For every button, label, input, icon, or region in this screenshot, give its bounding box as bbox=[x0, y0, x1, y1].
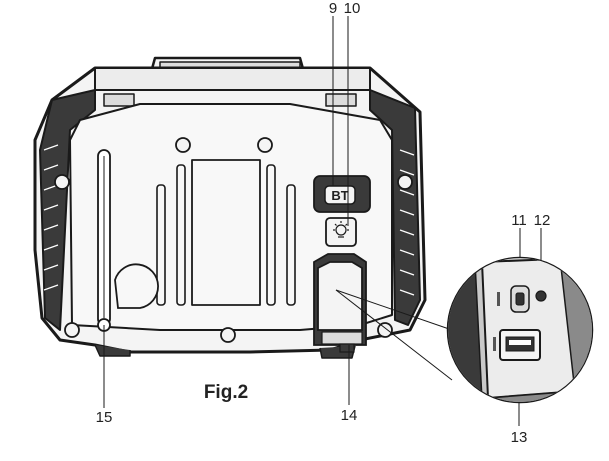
light-button[interactable] bbox=[325, 217, 357, 247]
screw-hole bbox=[257, 137, 273, 153]
screw-hole bbox=[64, 322, 80, 338]
screw-hole bbox=[397, 174, 413, 190]
figure-caption: Fig.2 bbox=[204, 382, 248, 403]
charge-indicator-led bbox=[535, 290, 547, 302]
left-latch bbox=[103, 93, 135, 107]
callout-9: 9 bbox=[329, 0, 337, 17]
antenna bbox=[97, 149, 159, 332]
screw-hole bbox=[377, 322, 393, 338]
screw-hole bbox=[175, 137, 191, 153]
left-bumper bbox=[39, 89, 96, 331]
port-cover[interactable] bbox=[313, 253, 367, 353]
screw-hole bbox=[220, 327, 236, 343]
callout-14: 14 bbox=[341, 407, 358, 424]
bt-button-label: BT bbox=[331, 188, 348, 203]
center-plate bbox=[191, 159, 261, 306]
screw-hole bbox=[54, 174, 70, 190]
vent-slots bbox=[156, 164, 296, 306]
callout-13: 13 bbox=[511, 429, 528, 446]
callout-12: 12 bbox=[534, 212, 551, 229]
callout-11: 11 bbox=[511, 212, 527, 229]
usb-a-port bbox=[499, 329, 541, 361]
light-bulb-icon bbox=[333, 221, 349, 238]
callout-labels: 9 10 11 12 13 14 15 bbox=[96, 0, 551, 446]
bt-button[interactable]: BT bbox=[313, 175, 371, 213]
callout-10: 10 bbox=[344, 0, 361, 17]
port-inset bbox=[446, 256, 594, 404]
callout-15: 15 bbox=[96, 409, 113, 426]
right-latch bbox=[325, 93, 357, 107]
right-bumper bbox=[369, 89, 421, 326]
micro-usb-port bbox=[510, 285, 530, 313]
